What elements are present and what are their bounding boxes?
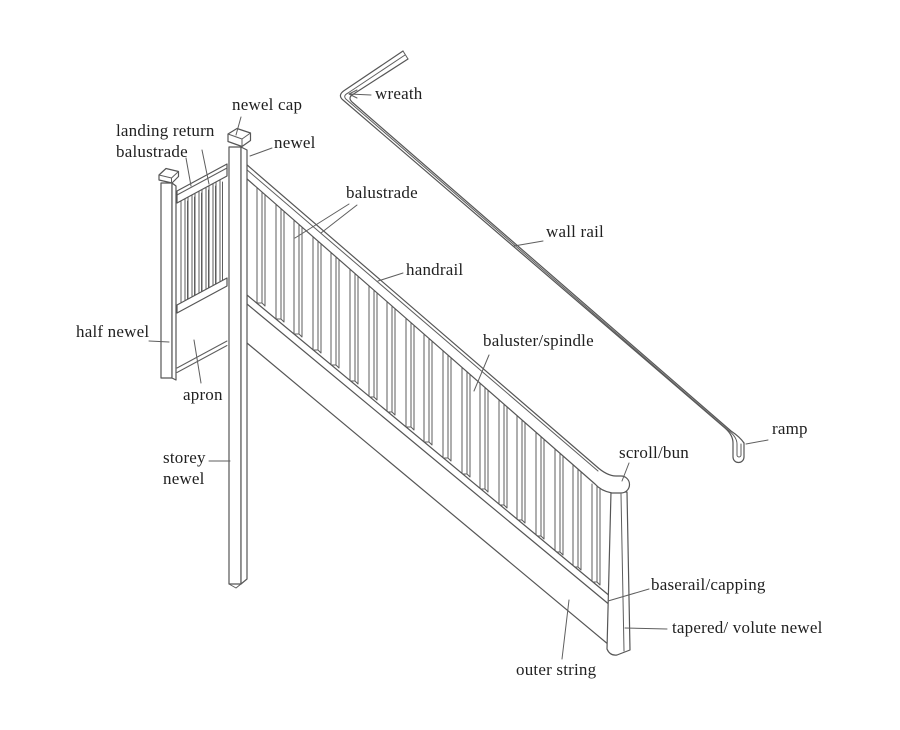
leader-newel	[249, 147, 273, 157]
label-handrail: handrail	[406, 260, 464, 279]
leader-handrail	[377, 272, 404, 282]
leader-half-newel	[148, 340, 170, 343]
leader-apron	[193, 339, 202, 384]
apron-edge	[176, 340, 228, 373]
leader-outer-string	[561, 599, 570, 660]
leader-wall-rail	[513, 240, 544, 247]
label-newel-cap: newel cap	[232, 95, 303, 114]
leader-tapered-volute-newel	[624, 627, 668, 630]
label-storey-newel: storey newel	[163, 448, 206, 488]
leader-balustrade	[294, 203, 358, 239]
tapered-newel-drawing	[606, 491, 631, 656]
leader-baserail-capping	[607, 588, 650, 602]
storey-newel-drawing	[227, 127, 252, 589]
label-landing-return-balustrade: landing return balustrade	[116, 121, 215, 161]
outer-string-edge	[246, 342, 610, 646]
label-baserail-capping: baserail/capping	[651, 575, 766, 594]
leader-landing-return-balustrade	[185, 149, 210, 187]
leader-wreath	[348, 89, 372, 99]
leader-scroll-bun	[621, 462, 630, 482]
label-apron: apron	[183, 385, 223, 404]
label-balustrade: balustrade	[346, 183, 418, 202]
leader-lines	[148, 89, 769, 660]
wall-rail-drawing	[339, 50, 745, 464]
landing-balustrade-drawing	[158, 163, 228, 381]
label-wall-rail: wall rail	[546, 222, 604, 241]
leader-baluster-spindle	[473, 354, 490, 392]
label-scroll-bun: scroll/bun	[619, 443, 689, 462]
label-baluster-spindle: baluster/spindle	[483, 331, 594, 350]
handrail-drawing	[245, 163, 631, 494]
leader-newel-cap	[235, 116, 242, 136]
label-outer-string: outer string	[516, 660, 597, 679]
leader-ramp	[745, 439, 769, 445]
half-newel-drawing	[158, 167, 180, 381]
label-half-newel: half newel	[76, 322, 150, 341]
label-tapered-volute-newel: tapered/ volute newel	[672, 618, 823, 637]
label-ramp: ramp	[772, 419, 808, 438]
label-wreath: wreath	[375, 84, 423, 103]
label-newel: newel	[274, 133, 316, 152]
